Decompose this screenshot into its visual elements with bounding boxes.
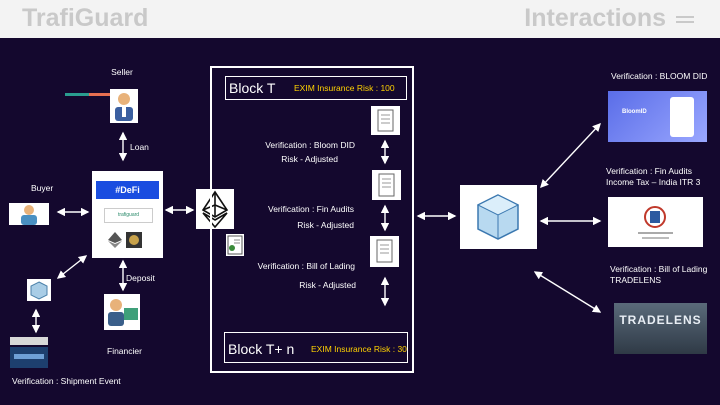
shipment-arrow [56,255,88,279]
bloom-arrow [540,122,601,189]
blockchain-panel [210,66,414,373]
section-title: Interactions [524,4,666,32]
financier-avatar-icon [104,294,140,330]
shipment-oracle-icon [27,279,51,301]
oracle-hub-icon [460,185,537,249]
bloom-doc-icon [371,106,400,135]
block-tn-title: Block T+ n [228,341,295,357]
chain-step-3-verification: Verification : Bill of Lading [257,261,355,271]
seller-accent-bar [65,93,111,96]
chain-step-1-verification: Verification : Bloom DID [265,140,355,150]
bloom-verification-label: Verification : BLOOM DID [611,71,708,81]
income-tax-logo [608,197,703,247]
shipment-verification-label: Verification : Shipment Event [12,376,121,386]
defi-badge: #DeFi [96,181,159,199]
seller-avatar-icon [110,89,138,123]
block-t-title: Block T [229,80,276,96]
shipment-doc-strip [10,337,48,345]
ethereum-icon [196,189,234,229]
bol-verification-label: Verification : Bill of Lading [610,264,708,274]
finaudit-doc-icon [372,170,401,200]
defi-platform-box: #DeFi trafiguard [92,171,163,258]
bloom-logo: BloomID [622,109,647,115]
finaudit-verification-sublabel: Income Tax – India ITR 3 [606,177,701,187]
bol-verification-sublabel: TRADELENS [610,275,662,285]
header-bar: TrafiGuard Interactions [0,0,720,38]
block-t-box: Block T EXIM Insurance Risk : 100 [225,76,407,100]
tradelens-arrow [533,271,602,313]
brand-title: TrafiGuard [22,4,149,32]
bloom-id-image: BloomID [608,91,707,142]
block-t-risk: EXIM Insurance Risk : 100 [294,83,395,93]
hamburger-menu-icon[interactable] [676,16,694,26]
certificate-icon [226,234,244,256]
trafiguard-logo: trafiguard [104,208,153,223]
ethereum-small-icon [108,232,122,248]
loan-label: Loan [130,142,149,152]
chain-step-1-risk: Risk - Adjusted [281,154,338,164]
deposit-label: Deposit [126,273,155,283]
shipment-event-image [10,347,48,368]
chain-step-2-risk: Risk - Adjusted [297,220,354,230]
finaudit-verification-label: Verification : Fin Audits [606,166,692,176]
seller-label: Seller [111,67,133,77]
tradelens-image: TRADELENS [614,303,707,354]
block-tn-box: Block T+ n EXIM Insurance Risk : 30 [224,332,408,363]
block-tn-risk: EXIM Insurance Risk : 30 [311,344,407,354]
chain-step-3-risk: Risk - Adjusted [299,280,356,290]
tradelens-logo: TRADELENS [619,313,702,327]
financier-label: Financier [107,346,142,356]
buyer-label: Buyer [31,183,54,193]
token-icon [126,232,142,248]
phone-mockup-icon [670,97,694,137]
buyer-avatar-icon [9,203,49,225]
bol-doc-icon [370,236,399,267]
chain-step-2-verification: Verification : Fin Audits [268,204,354,214]
